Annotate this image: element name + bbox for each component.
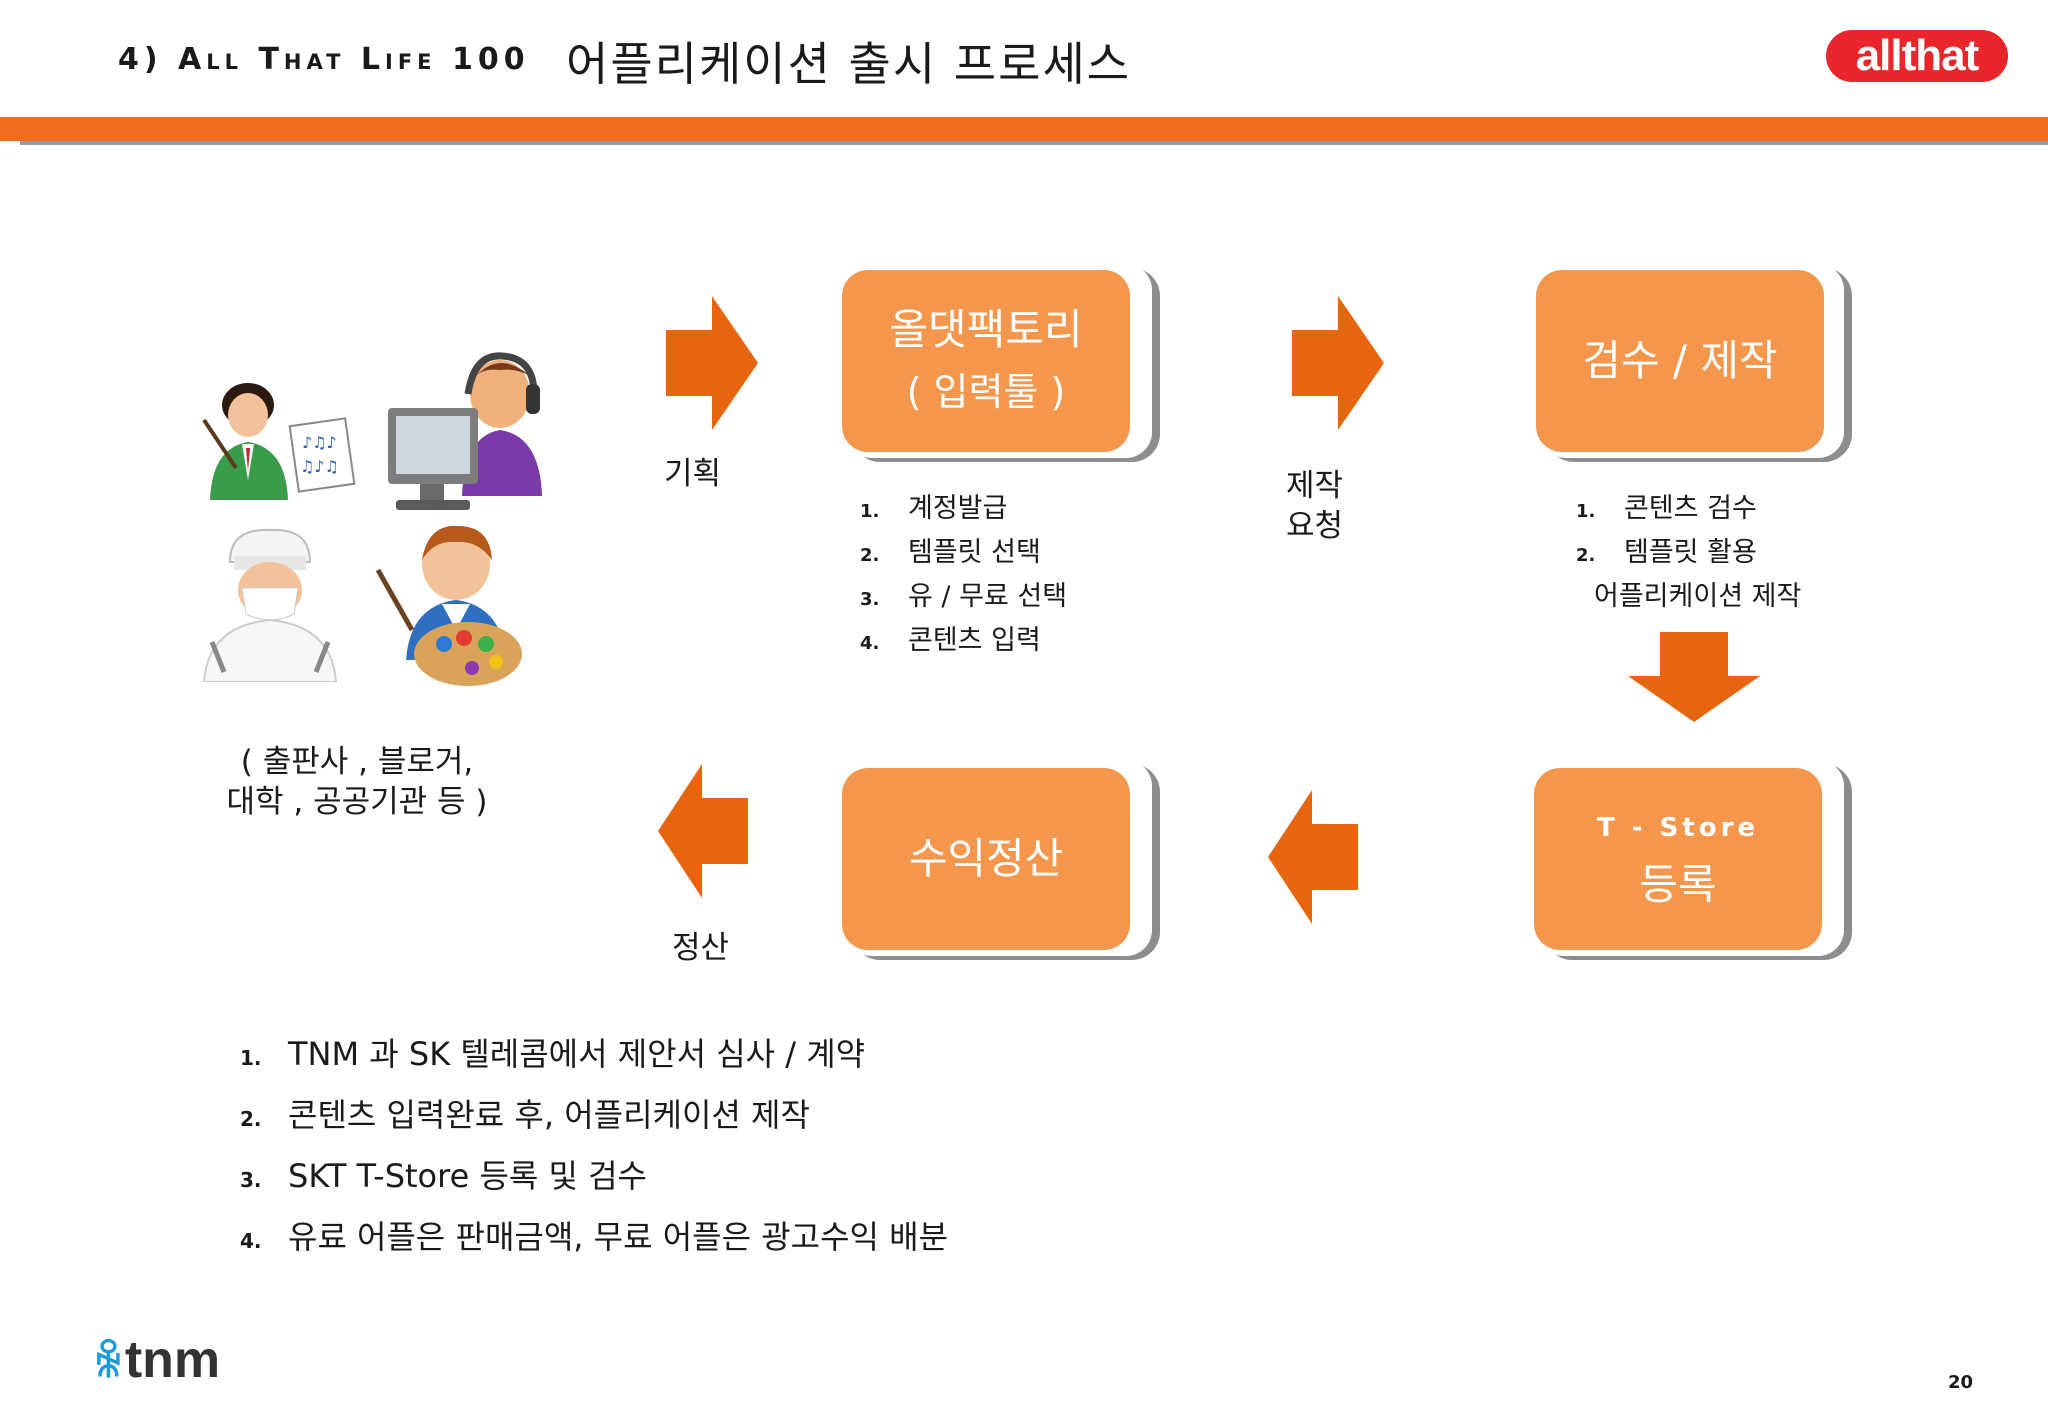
step-text: 계정발급 — [908, 493, 1008, 524]
factory-box: 올댓팩토리 ( 입력툴 ) — [842, 270, 1130, 452]
teacher-icon: ♪♫♪ ♫♪♫ — [196, 360, 356, 500]
step-text: 템플릿 선택 — [908, 537, 1041, 568]
request-label-line2: 요청 — [1286, 508, 1344, 544]
tstore-box: T - Store 등록 — [1534, 768, 1822, 950]
step-number: 3. — [860, 589, 880, 610]
step-text: 콘텐츠 검수 — [1624, 493, 1757, 524]
tstore-box-subtitle: 등록 — [1639, 860, 1717, 909]
plan-label: 기획 — [664, 456, 722, 492]
call-center-agent-icon — [384, 350, 554, 515]
page-number: 20 — [1948, 1372, 1974, 1393]
right-arrow-icon — [666, 296, 760, 430]
settle-label: 정산 — [672, 930, 730, 966]
painter-icon — [372, 520, 522, 688]
process-summary-list: 1. TNM 과 SK 텔레콤에서 제안서 심사 / 계약 2. 콘텐츠 입력완료 … — [240, 1026, 948, 1270]
tnm-logo-mark: ꆜ — [92, 1339, 125, 1386]
item-text: TNM 과 SK 텔레콤에서 제안서 심사 / 계약 — [288, 1035, 866, 1073]
list-item: 3. 유 / 무료 선택 — [860, 576, 1067, 620]
tnm-logo: ꆜtnm — [92, 1330, 220, 1390]
list-item: 4. 유료 어플은 판매금액, 무료 어플은 광고수익 배분 — [240, 1209, 948, 1270]
slide-title-prefix: 4) All That Life 100 — [118, 42, 530, 77]
step-text: 템플릿 활용 — [1624, 537, 1757, 568]
factory-box-title: 올댓팩토리 — [889, 305, 1083, 354]
step-number: 4. — [860, 633, 880, 654]
down-arrow-icon — [1626, 632, 1762, 724]
review-box-title: 검수 / 제작 — [1582, 336, 1778, 385]
step-number: 1. — [860, 501, 880, 522]
request-label-line1: 제작 — [1286, 468, 1344, 504]
review-note: 어플리케이션 제작 — [1594, 581, 1802, 612]
step-number: 2. — [860, 545, 880, 566]
list-item: 3. SKT T-Store 등록 및 검수 — [240, 1148, 948, 1209]
list-item: 2. 템플릿 선택 — [860, 532, 1067, 576]
allthat-logo: allthat — [1826, 30, 2008, 82]
svg-text:♫♪♫: ♫♪♫ — [300, 457, 339, 476]
list-item: 4. 콘텐츠 입력 — [860, 620, 1067, 664]
factory-box-subtitle: ( 입력툴 ) — [906, 370, 1066, 414]
tstore-box-title: T - Store — [1596, 813, 1760, 843]
item-text: SKT T-Store 등록 및 검수 — [288, 1157, 647, 1195]
tnm-logo-text: tnm — [124, 1331, 221, 1389]
review-box: 검수 / 제작 — [1536, 270, 1824, 452]
list-item: 2. 템플릿 활용 — [1576, 532, 1801, 576]
revenue-box-title: 수익정산 — [908, 834, 1064, 883]
list-item: 1. 콘텐츠 검수 — [1576, 488, 1801, 532]
participants-label-line1: ( 출판사 , 블로거, — [240, 744, 474, 780]
step-number: 2. — [1576, 545, 1596, 566]
header-divider — [20, 141, 2048, 145]
item-text: 유료 어플은 판매금액, 무료 어플은 광고수익 배분 — [288, 1218, 949, 1256]
item-number: 3. — [240, 1168, 262, 1192]
svg-text:♪♫♪: ♪♫♪ — [302, 433, 337, 452]
right-arrow-icon — [1292, 296, 1386, 430]
item-number: 4. — [240, 1229, 262, 1253]
header-accent-bar — [0, 117, 2048, 141]
participants-label-line2: 대학 , 공공기관 등 ) — [226, 784, 488, 820]
step-text: 유 / 무료 선택 — [908, 581, 1068, 612]
list-item: 1. 계정발급 — [860, 488, 1067, 532]
left-arrow-icon — [1268, 790, 1360, 924]
step-text: 콘텐츠 입력 — [908, 625, 1041, 656]
factory-steps: 1. 계정발급 2. 템플릿 선택 3. 유 / 무료 선택 4. 콘텐츠 입력 — [860, 488, 1067, 664]
item-text: 콘텐츠 입력완료 후, 어플리케이션 제작 — [288, 1096, 810, 1134]
chef-icon — [190, 522, 350, 683]
request-label: 제작 요청 — [1286, 466, 1343, 546]
review-steps: 1. 콘텐츠 검수 2. 템플릿 활용 어플리케이션 제작 — [1576, 488, 1801, 617]
left-arrow-icon — [658, 764, 750, 898]
slide-title: 어플리케이션 출시 프로세스 — [566, 37, 1132, 91]
list-item: 1. TNM 과 SK 텔레콤에서 제안서 심사 / 계약 — [240, 1026, 948, 1087]
revenue-box: 수익정산 — [842, 768, 1130, 950]
list-item: 2. 콘텐츠 입력완료 후, 어플리케이션 제작 — [240, 1087, 948, 1148]
step-number: 1. — [1576, 501, 1596, 522]
item-number: 2. — [240, 1107, 262, 1131]
participants-label: ( 출판사 , 블로거, 대학 , 공공기관 등 ) — [214, 742, 500, 822]
item-number: 1. — [240, 1046, 262, 1070]
